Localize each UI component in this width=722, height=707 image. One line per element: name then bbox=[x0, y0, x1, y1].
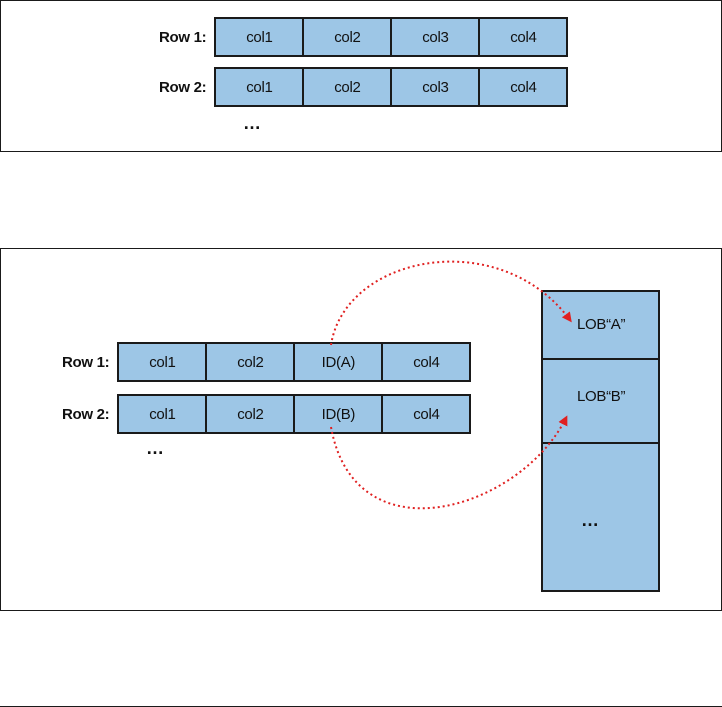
lob-segment: LOB“A” bbox=[543, 292, 658, 360]
row-cells: col1 col2 ID(A) col4 bbox=[117, 342, 472, 382]
table-cell: col1 bbox=[216, 19, 305, 55]
table-cell: col4 bbox=[480, 69, 567, 105]
table-cell: col2 bbox=[304, 19, 393, 55]
row-cells: col1 col2 ID(B) col4 bbox=[117, 394, 472, 434]
table-cell: col2 bbox=[207, 344, 296, 380]
table-row: Row 2: col1 col2 ID(B) col4 bbox=[62, 394, 472, 434]
table-cell: col1 bbox=[216, 69, 305, 105]
table-cell: col3 bbox=[392, 69, 481, 105]
row-label: Row 2: bbox=[159, 78, 207, 96]
table-cell: col1 bbox=[119, 344, 208, 380]
row-label: Row 1: bbox=[62, 353, 110, 371]
lob-storage-column: LOB“A” LOB“B” … bbox=[541, 290, 660, 592]
lob-segment: LOB“B” bbox=[543, 360, 658, 444]
table-row: Row 1: col1 col2 ID(A) col4 bbox=[62, 342, 472, 382]
table-row: Row 2: col1 col2 col3 col4 bbox=[159, 67, 569, 107]
table-cell: col3 bbox=[392, 19, 481, 55]
lob-id-cell: ID(A) bbox=[295, 344, 384, 380]
row-label: Row 2: bbox=[62, 405, 110, 423]
table-cell: col2 bbox=[207, 396, 296, 432]
more-rows-ellipsis: … bbox=[146, 438, 166, 458]
table-cell: col1 bbox=[119, 396, 208, 432]
table-row: Row 1: col1 col2 col3 col4 bbox=[159, 17, 569, 57]
row-cells: col1 col2 col3 col4 bbox=[214, 17, 569, 57]
lob-more-ellipsis: … bbox=[581, 510, 601, 530]
row-label: Row 1: bbox=[159, 28, 207, 46]
lob-segment: … bbox=[543, 444, 658, 590]
inline-storage-panel: Row 1: col1 col2 col3 col4 Row 2: col1 c… bbox=[0, 0, 722, 152]
table-cell: col4 bbox=[480, 19, 567, 55]
table-cell: col4 bbox=[383, 396, 470, 432]
table-cell: col4 bbox=[383, 344, 470, 380]
table-cell: col2 bbox=[304, 69, 393, 105]
lob-label: LOB“B” bbox=[577, 388, 626, 405]
more-rows-ellipsis: … bbox=[243, 113, 263, 133]
lob-label: LOB“A” bbox=[577, 316, 626, 333]
lob-id-cell: ID(B) bbox=[295, 396, 384, 432]
row-cells: col1 col2 col3 col4 bbox=[214, 67, 569, 107]
